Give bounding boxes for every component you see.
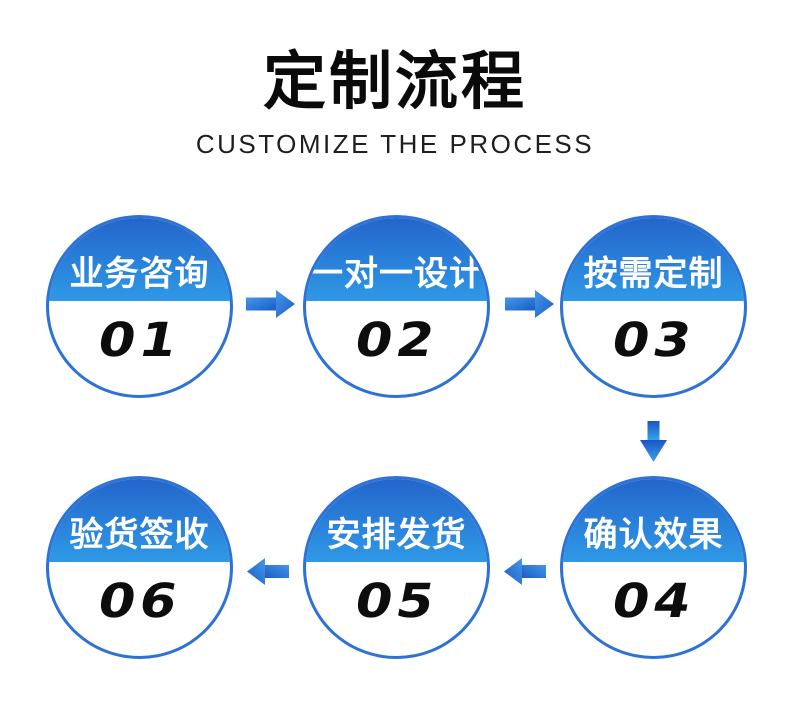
step-label-04: 确认效果 bbox=[583, 516, 724, 555]
step-circle-06: 验货签收 06 bbox=[46, 476, 233, 659]
step-label-01: 业务咨询 bbox=[69, 255, 210, 294]
step-circle-04-bottom: 04 bbox=[563, 562, 744, 656]
step-number-02: 02 bbox=[350, 312, 443, 368]
step-number-04: 04 bbox=[607, 573, 700, 629]
arrow-right-icon bbox=[246, 290, 295, 318]
step-circle-02-top: 一对一设计 bbox=[306, 218, 487, 302]
step-circle-01: 业务咨询 01 bbox=[46, 215, 233, 398]
step-number-06: 06 bbox=[93, 573, 186, 629]
step-circle-03-bottom: 03 bbox=[563, 301, 744, 395]
page-title: 定制流程 bbox=[263, 47, 527, 117]
step-circle-02-bottom: 02 bbox=[306, 301, 487, 395]
step-circle-05-top: 安排发货 bbox=[306, 479, 487, 563]
step-circle-06-bottom: 06 bbox=[49, 562, 230, 656]
page-subtitle: CUSTOMIZE THE PROCESS bbox=[195, 129, 595, 159]
step-circle-04: 确认效果 04 bbox=[560, 476, 747, 659]
step-circle-02: 一对一设计 02 bbox=[303, 215, 490, 398]
arrow-left-icon bbox=[247, 558, 289, 585]
step-label-05: 安排发货 bbox=[326, 516, 467, 555]
step-circle-01-bottom: 01 bbox=[49, 301, 230, 395]
step-circle-04-top: 确认效果 bbox=[563, 479, 744, 563]
step-circle-01-top: 业务咨询 bbox=[49, 218, 230, 302]
arrow-down-icon bbox=[640, 421, 667, 462]
step-number-01: 01 bbox=[93, 312, 186, 368]
step-circle-05: 安排发货 05 bbox=[303, 476, 490, 659]
step-label-03: 按需定制 bbox=[583, 255, 724, 294]
step-number-05: 05 bbox=[350, 573, 443, 629]
step-number-03: 03 bbox=[607, 312, 700, 368]
step-label-02: 一对一设计 bbox=[309, 255, 484, 294]
step-label-06: 验货签收 bbox=[69, 516, 210, 555]
arrow-left-icon bbox=[504, 558, 546, 585]
step-circle-05-bottom: 05 bbox=[306, 562, 487, 656]
step-circle-06-top: 验货签收 bbox=[49, 479, 230, 563]
arrow-right-icon bbox=[505, 290, 554, 318]
step-circle-03: 按需定制 03 bbox=[560, 215, 747, 398]
step-circle-03-top: 按需定制 bbox=[563, 218, 744, 302]
